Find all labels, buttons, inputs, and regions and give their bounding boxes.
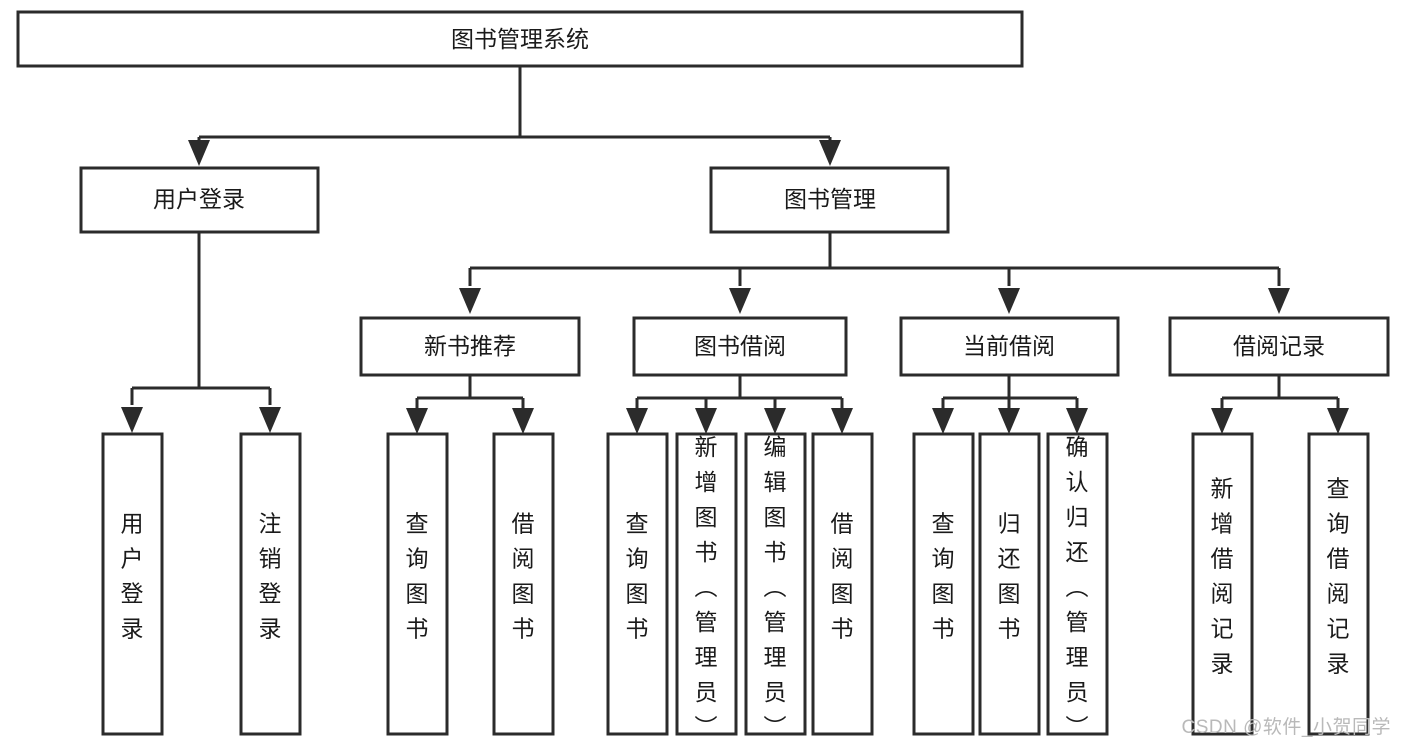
leaf-borrow-edit-box[interactable]: [744, 432, 807, 736]
arrow-icon: [1268, 288, 1290, 314]
leaf-borrow-edit-label: 编辑图书︵管理员︶: [764, 434, 787, 740]
arrow-icon: [626, 408, 648, 434]
arrow-icon: [459, 288, 481, 314]
leaf-borrow-add-label: 新增图书︵管理员︶: [695, 434, 718, 740]
arrow-icon: [998, 408, 1020, 434]
leaf-user-login-box[interactable]: [101, 432, 164, 736]
arrow-icon: [406, 408, 428, 434]
leaf-node[interactable]: 确认归还︵管理员︶: [1046, 432, 1109, 740]
leaf-borrow-query-box[interactable]: [606, 432, 669, 736]
node-new-book-recommend-box[interactable]: [359, 316, 581, 377]
node-book-management[interactable]: 图书管理: [709, 166, 950, 234]
leaf-recommend-query-box[interactable]: [386, 432, 449, 736]
leaf-current-query-box[interactable]: [912, 432, 975, 736]
leaf-borrow-add-box[interactable]: [675, 432, 738, 736]
arrow-icon: [121, 407, 143, 433]
node-current-borrow-box[interactable]: [899, 316, 1120, 377]
leaf-current-return-label: 归还图书: [998, 511, 1021, 642]
leaf-node[interactable]: 查询图书: [912, 432, 975, 736]
connector-group-current-to-leaves: [932, 375, 1088, 434]
node-current-borrow-label: 当前借阅: [963, 333, 1055, 359]
leaf-record-add-box[interactable]: [1191, 432, 1254, 736]
leaf-record-add-label: 新增借阅记录: [1211, 476, 1234, 677]
leaf-logout-box[interactable]: [239, 432, 302, 736]
arrow-icon: [259, 407, 281, 433]
leaf-current-confirm-box[interactable]: [1046, 432, 1109, 736]
connector-group-root-to-level2: [188, 66, 841, 166]
leaf-record-query-box[interactable]: [1307, 432, 1370, 736]
leaf-node[interactable]: 注销登录: [239, 432, 302, 736]
leaf-current-return-box[interactable]: [978, 432, 1041, 736]
node-book-borrow[interactable]: 图书借阅: [632, 316, 848, 377]
arrow-icon: [998, 288, 1020, 314]
node-borrow-record-label: 借阅记录: [1233, 333, 1325, 359]
connector-group-login-to-leaves: [121, 232, 281, 433]
node-borrow-record[interactable]: 借阅记录: [1168, 316, 1390, 377]
leaf-node[interactable]: 借阅图书: [492, 432, 555, 736]
node-borrow-record-box[interactable]: [1168, 316, 1390, 377]
connector-group-recommend-to-leaves: [406, 375, 534, 434]
arrow-icon: [932, 408, 954, 434]
leaf-node[interactable]: 借阅图书: [811, 432, 874, 736]
leaf-borrow-lend-label: 借阅图书: [831, 511, 854, 642]
connector-group-books-to-level3: [459, 232, 1290, 314]
arrow-icon: [1066, 408, 1088, 434]
leaf-record-query-label: 查询借阅记录: [1327, 476, 1350, 677]
node-new-book-recommend[interactable]: 新书推荐: [359, 316, 581, 377]
node-user-login-label: 用户登录: [153, 186, 245, 212]
node-current-borrow[interactable]: 当前借阅: [899, 316, 1120, 377]
leaf-node[interactable]: 新增图书︵管理员︶: [675, 432, 738, 740]
leaf-node[interactable]: 编辑图书︵管理员︶: [744, 432, 807, 740]
node-new-book-recommend-label: 新书推荐: [424, 333, 516, 359]
leaf-current-query-label: 查询图书: [932, 511, 955, 642]
leaf-node[interactable]: 查询图书: [606, 432, 669, 736]
arrow-icon: [831, 408, 853, 434]
leaf-current-confirm-label: 确认归还︵管理员︶: [1066, 434, 1089, 740]
leaf-recommend-borrow-label: 借阅图书: [512, 511, 535, 642]
node-book-management-label: 图书管理: [784, 186, 876, 212]
node-user-login[interactable]: 用户登录: [79, 166, 320, 234]
node-root-box[interactable]: [16, 10, 1024, 68]
leaf-node[interactable]: 新增借阅记录: [1191, 432, 1254, 736]
arrow-icon: [512, 408, 534, 434]
arrow-icon: [1327, 408, 1349, 434]
leaf-borrow-lend-box[interactable]: [811, 432, 874, 736]
node-book-borrow-box[interactable]: [632, 316, 848, 377]
arrow-icon: [819, 140, 841, 166]
node-root-label: 图书管理系统: [451, 26, 589, 52]
leaf-borrow-query-label: 查询图书: [626, 511, 649, 642]
connector-group-record-to-leaves: [1211, 375, 1349, 434]
leaf-user-login-label: 用户登录: [121, 511, 144, 642]
leaf-recommend-query-label: 查询图书: [406, 511, 429, 642]
arrow-icon: [729, 288, 751, 314]
arrow-icon: [188, 140, 210, 166]
leaf-recommend-borrow-box[interactable]: [492, 432, 555, 736]
watermark-text: CSDN @软件_小贺同学: [1181, 717, 1391, 738]
connector-group-borrow-to-leaves: [626, 375, 853, 434]
leaf-logout-label: 注销登录: [259, 511, 282, 642]
arrow-icon: [764, 408, 786, 434]
node-book-borrow-label: 图书借阅: [694, 333, 786, 359]
leaf-node[interactable]: 用户登录: [101, 432, 164, 736]
leaf-node[interactable]: 归还图书: [978, 432, 1041, 736]
node-book-management-box[interactable]: [709, 166, 950, 234]
node-user-login-box[interactable]: [79, 166, 320, 234]
node-root[interactable]: 图书管理系统: [16, 10, 1024, 68]
arrow-icon: [1211, 408, 1233, 434]
leaf-node[interactable]: 查询图书: [386, 432, 449, 736]
arrow-icon: [695, 408, 717, 434]
leaf-node[interactable]: 查询借阅记录: [1307, 432, 1370, 736]
